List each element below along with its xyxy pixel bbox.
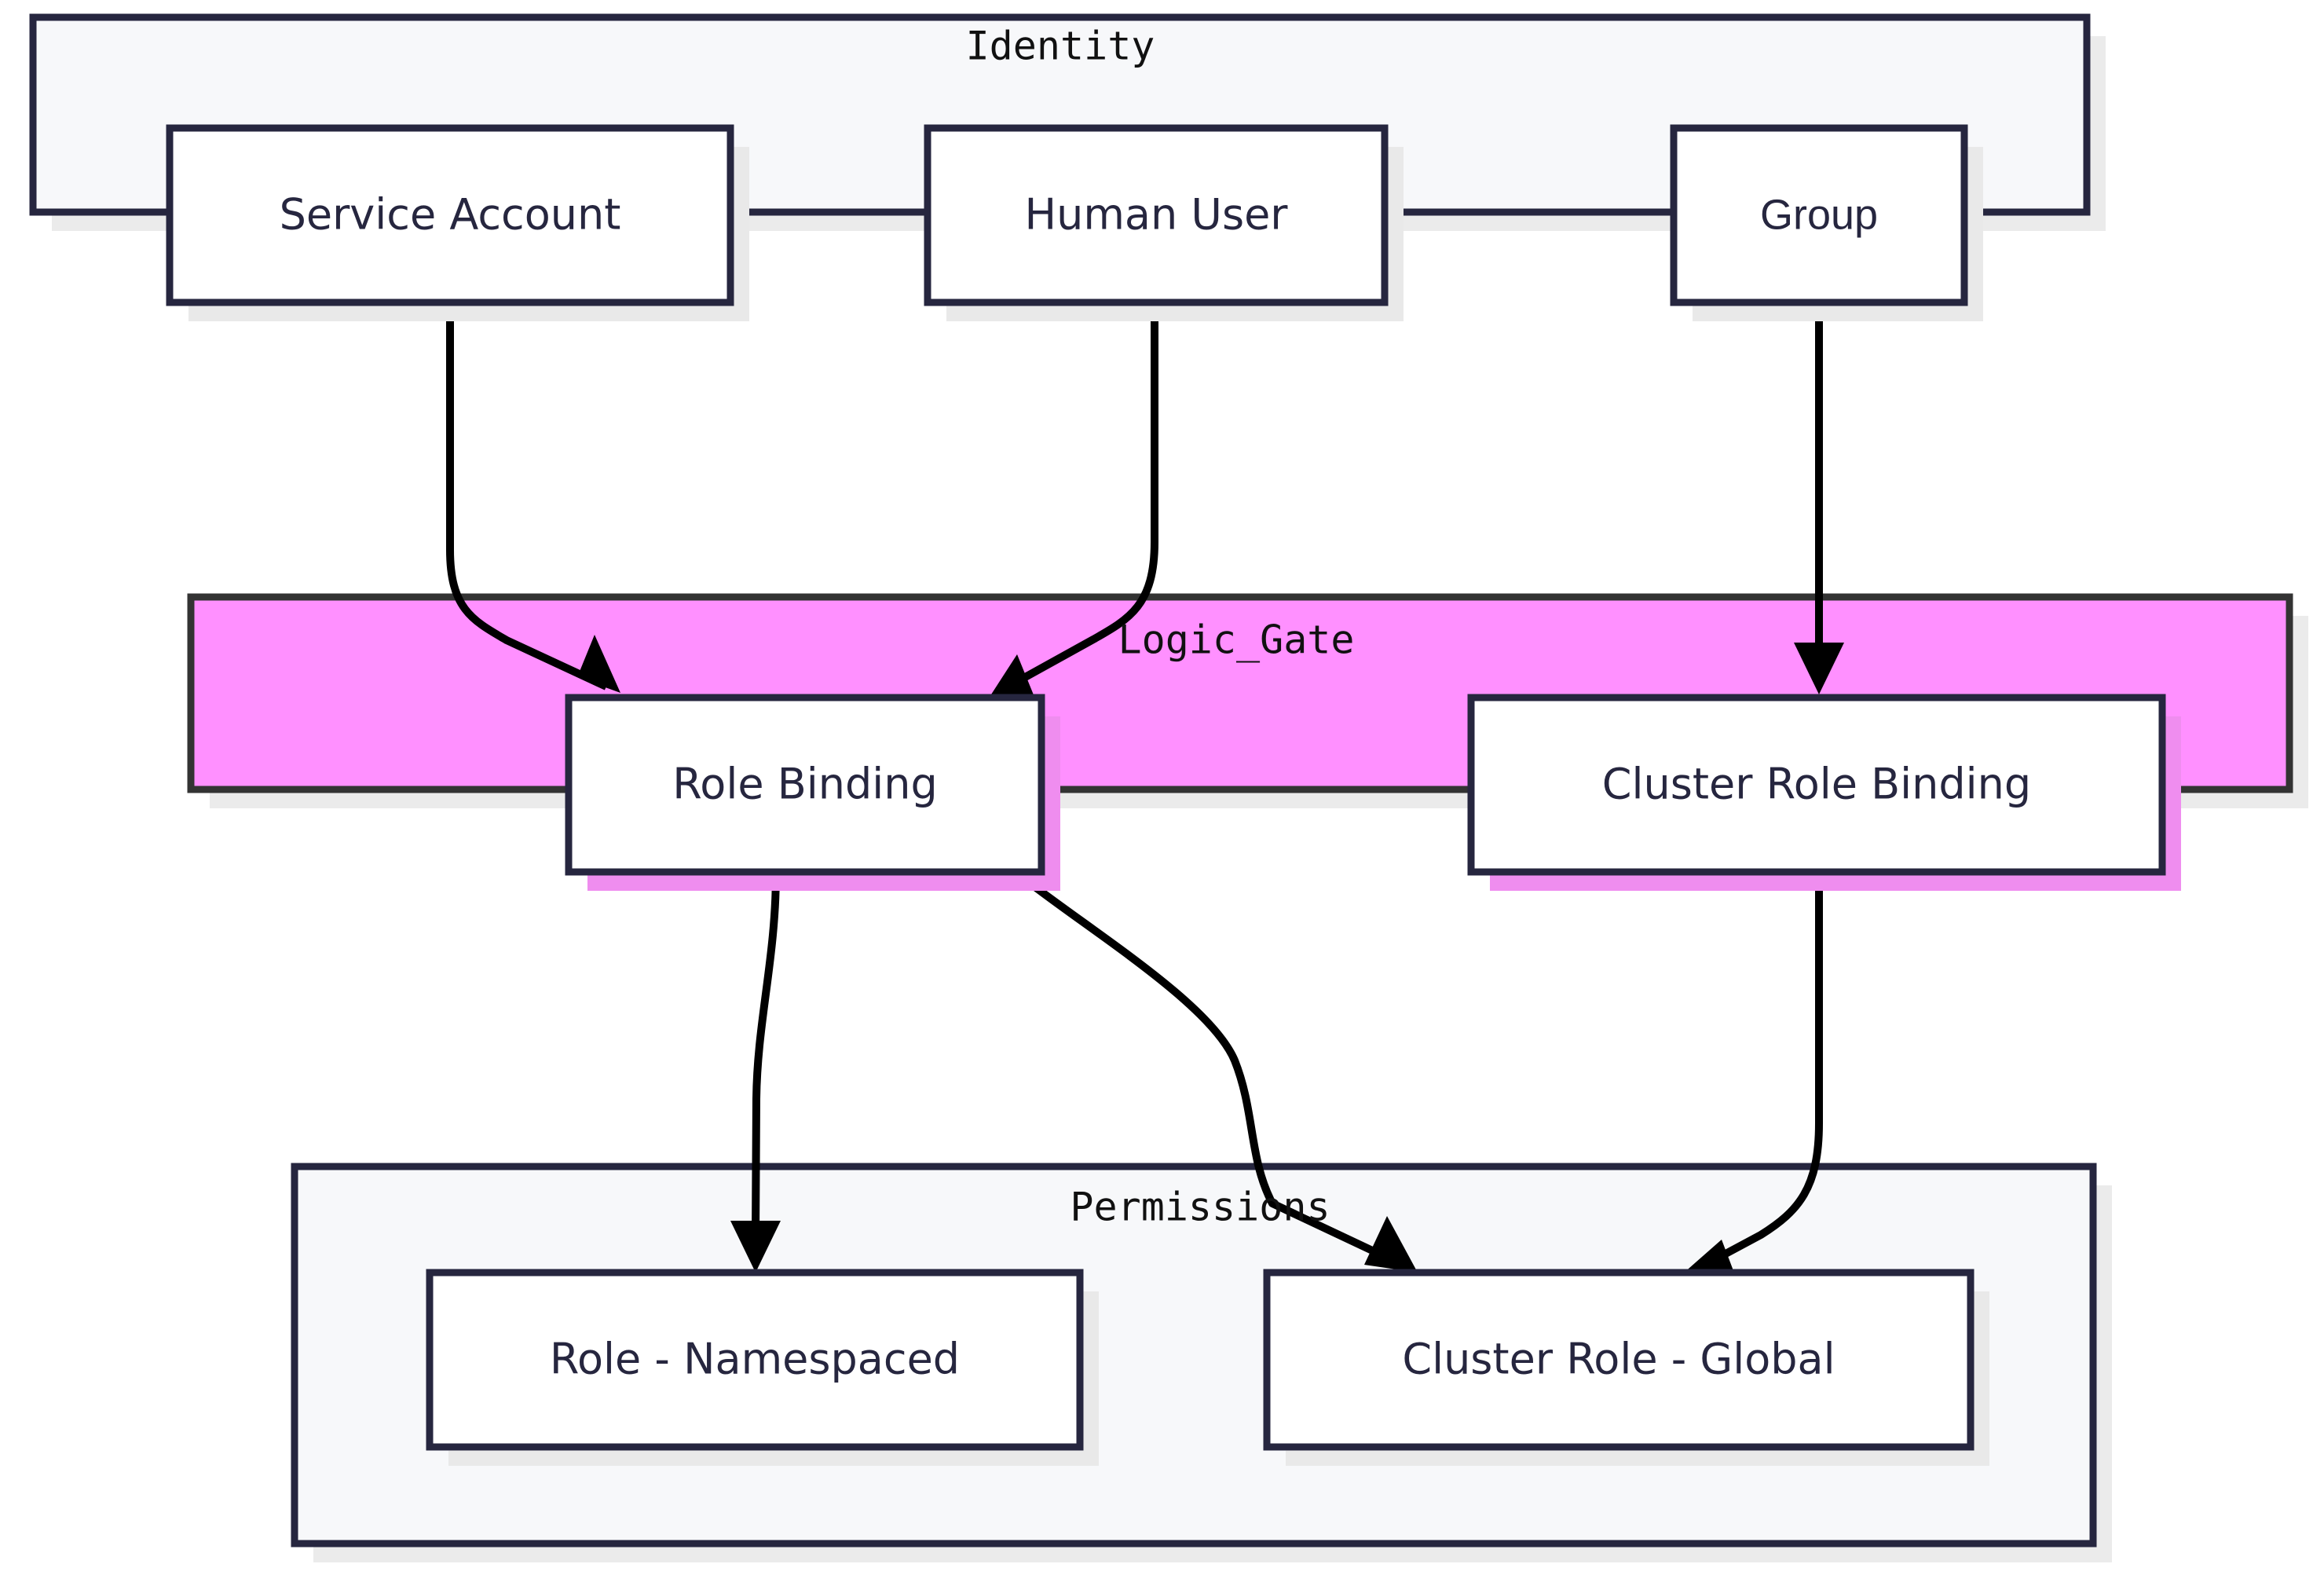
node-role-namespaced[interactable]: Role - Namespaced	[426, 1269, 1084, 1451]
edge-role-binding-to-cluster-role-global	[1012, 869, 1418, 1273]
node-group-rect	[1670, 124, 1968, 306]
cluster-label-identity: Identity	[966, 24, 1155, 69]
cluster-label-logic-gate: Logic_Gate	[1118, 617, 1354, 663]
node-cluster-role-global-label: Cluster Role - Global	[1402, 1335, 1835, 1384]
edge-path-rb-crg	[1012, 869, 1385, 1259]
node-role-namespaced-label: Role - Namespaced	[550, 1335, 960, 1384]
node-human-user-rect	[924, 124, 1389, 306]
node-human-user[interactable]: Human User	[924, 124, 1389, 306]
node-human-user-label: Human User	[1025, 190, 1289, 240]
edge-role-binding-to-role-namespaced	[730, 871, 781, 1273]
node-service-account-rect	[166, 124, 734, 306]
arrow-head-sa-rb	[577, 635, 620, 693]
edge-path-hu-rb	[1003, 302, 1158, 692]
arrow-head-rb-crg	[1364, 1216, 1418, 1273]
node-role-binding-label: Role Binding	[672, 760, 938, 809]
node-group-label: Group	[1760, 191, 1878, 238]
cluster-label-permissions: Permissions	[1070, 1185, 1330, 1230]
node-group[interactable]: Group	[1670, 124, 1968, 306]
arrow-head-grp-crb	[1794, 643, 1844, 694]
node-role-namespaced-rect	[426, 1269, 1084, 1451]
edge-human-user-to-role-binding	[991, 302, 1158, 697]
node-cluster-role-global[interactable]: Cluster Role - Global	[1263, 1269, 1974, 1451]
edge-path-sa-rb	[446, 302, 609, 690]
edges-layer	[446, 302, 1844, 1285]
edge-service-account-to-role-binding	[446, 302, 620, 693]
node-cluster-role-binding[interactable]: Cluster Role Binding	[1467, 694, 2166, 876]
edge-path-rb-role	[752, 871, 780, 1236]
node-service-account[interactable]: Service Account	[166, 124, 734, 306]
node-role-binding-rect	[565, 694, 1045, 876]
edge-group-to-cluster-role-binding	[1794, 302, 1844, 694]
node-cluster-role-global-rect	[1263, 1269, 1974, 1451]
edge-path-crb-crg	[1715, 872, 1823, 1262]
arrow-head-rb-role	[730, 1221, 781, 1273]
node-role-binding[interactable]: Role Binding	[565, 694, 1045, 876]
node-service-account-label: Service Account	[280, 190, 621, 240]
arrow-head-hu-rb	[991, 654, 1034, 697]
node-cluster-role-binding-rect	[1467, 694, 2166, 876]
node-cluster-role-binding-label: Cluster Role Binding	[1602, 760, 2031, 809]
